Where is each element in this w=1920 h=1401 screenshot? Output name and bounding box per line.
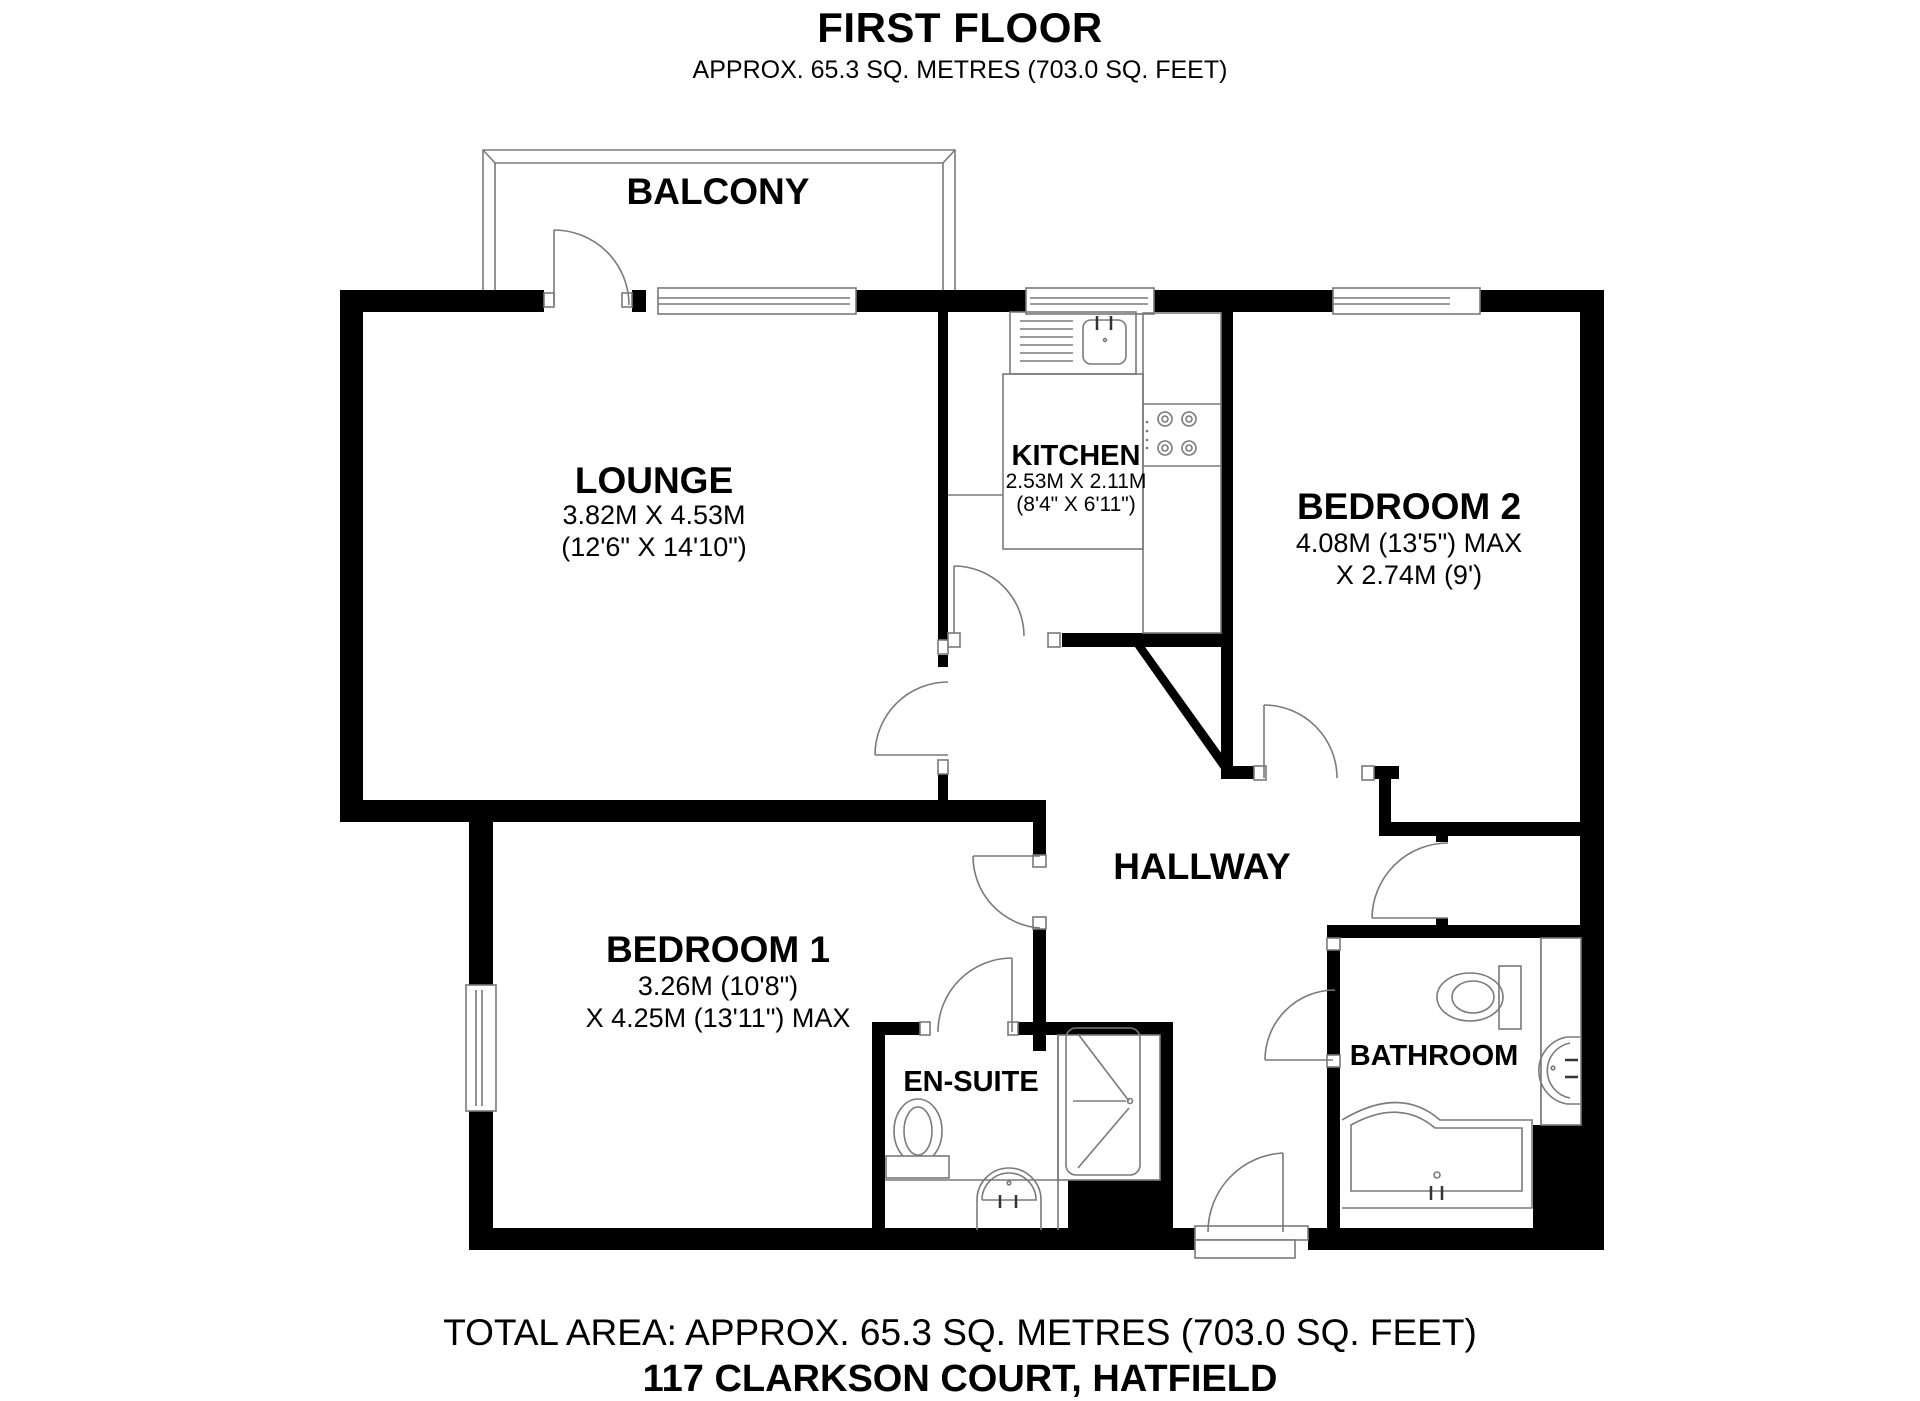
room-dim-bedroom2-1: 4.08M (13'5") MAX [1296, 528, 1522, 558]
balcony-door [543, 229, 633, 308]
room-dim-bedroom1-1: 3.26M (10'8") [638, 971, 798, 1001]
room-dim-kitchen-2: (8'4" X 6'11") [1016, 493, 1135, 516]
property-address: 117 CLARKSON COURT, HATFIELD [642, 1358, 1278, 1400]
bedroom2-door [1253, 704, 1375, 781]
kitchen-fixtures [948, 311, 1222, 634]
toilet-icon [1436, 965, 1522, 1030]
entrance-door [1194, 1152, 1309, 1259]
total-area-text: TOTAL AREA: APPROX. 65.3 SQ. METRES (703… [443, 1312, 1477, 1353]
room-label-lounge: LOUNGE [575, 460, 733, 501]
cupboard-door [1371, 842, 1449, 919]
room-label-balcony: BALCONY [627, 171, 810, 212]
shower-tray-icon [1065, 1027, 1141, 1176]
window-kitchen [1025, 287, 1155, 315]
room-dim-bedroom1-2: X 4.25M (13'11") MAX [586, 1003, 851, 1033]
sink-icon [1082, 316, 1127, 365]
room-label-bedroom1: BEDROOM 1 [606, 929, 830, 970]
kitchen-door [947, 565, 1061, 648]
room-dim-lounge-2: (12'6" X 14'10") [561, 532, 747, 562]
doors [543, 229, 1449, 1259]
drainer-icon [1020, 320, 1073, 362]
room-label-hallway: HALLWAY [1113, 846, 1291, 887]
room-label-bathroom: BATHROOM [1350, 1040, 1519, 1072]
room-label-ensuite: EN-SUITE [903, 1066, 1038, 1098]
ensuite-fixtures [885, 1027, 1161, 1230]
lounge-door [874, 639, 949, 775]
window-bedroom1 [465, 984, 497, 1112]
room-label-bedroom2: BEDROOM 2 [1297, 486, 1521, 527]
floor-area-subtitle: APPROX. 65.3 SQ. METRES (703.0 SQ. FEET) [692, 56, 1228, 84]
bedroom1-door [972, 854, 1047, 930]
room-dim-lounge-1: 3.82M X 4.53M [562, 500, 745, 530]
ensuite-door [919, 957, 1019, 1036]
basin-icon [976, 1167, 1042, 1230]
balcony [482, 149, 956, 290]
room-label-kitchen: KITCHEN [1012, 440, 1141, 472]
bathroom-door [1264, 937, 1341, 1068]
hob-icon [1145, 411, 1197, 456]
bathroom-fixtures [1341, 937, 1582, 1209]
room-dim-kitchen-1: 2.53M X 2.11M [1006, 470, 1147, 493]
floor-title: FIRST FLOOR [817, 4, 1103, 51]
toilet-icon [885, 1098, 950, 1179]
window-bedroom2 [1332, 287, 1481, 315]
bath-icon [1341, 1101, 1533, 1209]
room-dim-bedroom2-2: X 2.74M (9') [1336, 560, 1482, 590]
windows [465, 287, 1481, 1112]
room-labels: BALCONY LOUNGE 3.82M X 4.53M (12'6" X 14… [561, 171, 1522, 1098]
window-lounge [657, 287, 857, 315]
basin-icon [1538, 1036, 1580, 1105]
